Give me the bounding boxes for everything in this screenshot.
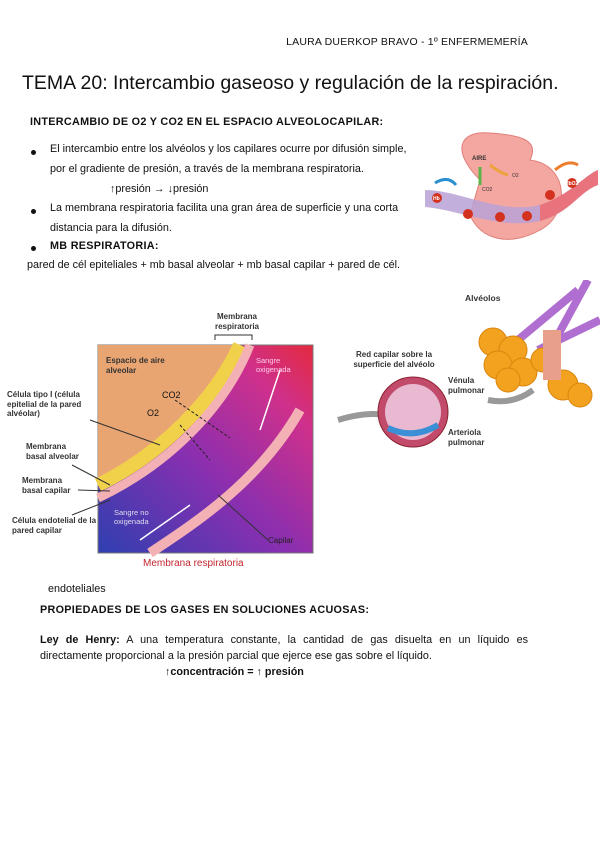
mb-basal-capilar-label: Membrana basal capilar — [22, 476, 71, 495]
page-header-author: LAURA DUERKOP BRAVO - 1º ENFERMEMERÍA — [286, 36, 528, 48]
membrana-respiratoria-label: Membrana respiratoria — [214, 312, 260, 331]
venula-label: Vénula pulmonar — [448, 376, 485, 395]
arteriola-label: Arteriola pulmonar — [448, 428, 485, 447]
co2-small-label: CO2 — [482, 187, 493, 193]
celula-endotelial-label: Célula endotelial de la pared capilar — [12, 516, 97, 535]
ley-henry-label: Ley de Henry: — [40, 634, 120, 646]
co2-label: CO2 — [162, 390, 181, 400]
bullet-icon — [31, 150, 36, 155]
alveolus-gas-exchange-figure: AIRE O2 CO2 Hb HbO2 — [420, 125, 600, 250]
page-title: TEMA 20: Intercambio gaseoso y regulació… — [22, 72, 559, 94]
pressure-note: ↑presión → ↓presión — [110, 183, 209, 195]
bullet1-text: El intercambio entre los alvéolos y los … — [50, 139, 406, 199]
alveolos-label: Alvéolos — [465, 293, 501, 303]
mb-composition-continued: endoteliales — [48, 583, 106, 595]
ley-henry-text2: directamente proporcional a la presión p… — [40, 650, 432, 662]
red-capilar-label: Red capilar sobre la superficie del alvé… — [353, 350, 435, 369]
section-heading-propiedades: PROPIEDADES DE LOS GASES EN SOLUCIONES A… — [40, 604, 370, 616]
aire-label: AIRE — [472, 156, 486, 162]
bullet-icon — [31, 209, 36, 214]
sangre-no-oxigenada-label: Sangre no oxigenada — [114, 508, 149, 526]
sangre-oxigenada-label: Sangre oxigenada — [256, 356, 291, 374]
hb-label: Hb — [433, 196, 440, 202]
bullet2-line1: La membrana respiratoria facilita una gr… — [50, 202, 399, 214]
espacio-aire-label: Espacio de aire alveolar — [106, 356, 165, 375]
bullet2-text: La membrana respiratoria facilita una gr… — [50, 198, 398, 238]
henry-formula: ↑concentración = ↑ presión — [165, 666, 304, 678]
bullet-icon — [31, 246, 36, 251]
hbo2-label: HbO2 — [565, 181, 579, 187]
section-heading-intercambio: INTERCAMBIO DE O2 Y CO2 EN EL ESPACIO AL… — [30, 116, 384, 128]
celula-tipo1-label: Célula tipo I (célula epitelial de la pa… — [7, 390, 82, 418]
mb-composition: pared de cél epiteliales + mb basal alve… — [27, 259, 401, 271]
mb-basal-alveolar-label: Membrana basal alveolar — [26, 442, 79, 461]
ley-henry-paragraph: Ley de Henry: A una temperatura constant… — [40, 632, 528, 680]
figure-caption: Membrana respiratoria — [143, 558, 244, 569]
bullet2-line2: distancia para la difusión. — [50, 222, 172, 234]
bullet1-line1: El intercambio entre los alvéolos y los … — [50, 143, 407, 155]
mb-respiratoria-heading: MB RESPIRATORIA: — [50, 240, 159, 252]
o2-label: O2 — [147, 408, 160, 418]
o2-small-label: O2 — [512, 173, 519, 179]
respiratory-membrane-figure: Membrana respiratoria Espacio de aire al… — [0, 290, 320, 580]
alveoli-capillary-figure: Alvéolos Red capilar sobre la superficie… — [318, 280, 600, 450]
capilar-label: Capilar — [268, 536, 294, 545]
bullet1-line2: por el gradiente de presión, a través de… — [50, 163, 364, 175]
ley-henry-text1: A una temperatura constante, la cantidad… — [119, 634, 528, 646]
